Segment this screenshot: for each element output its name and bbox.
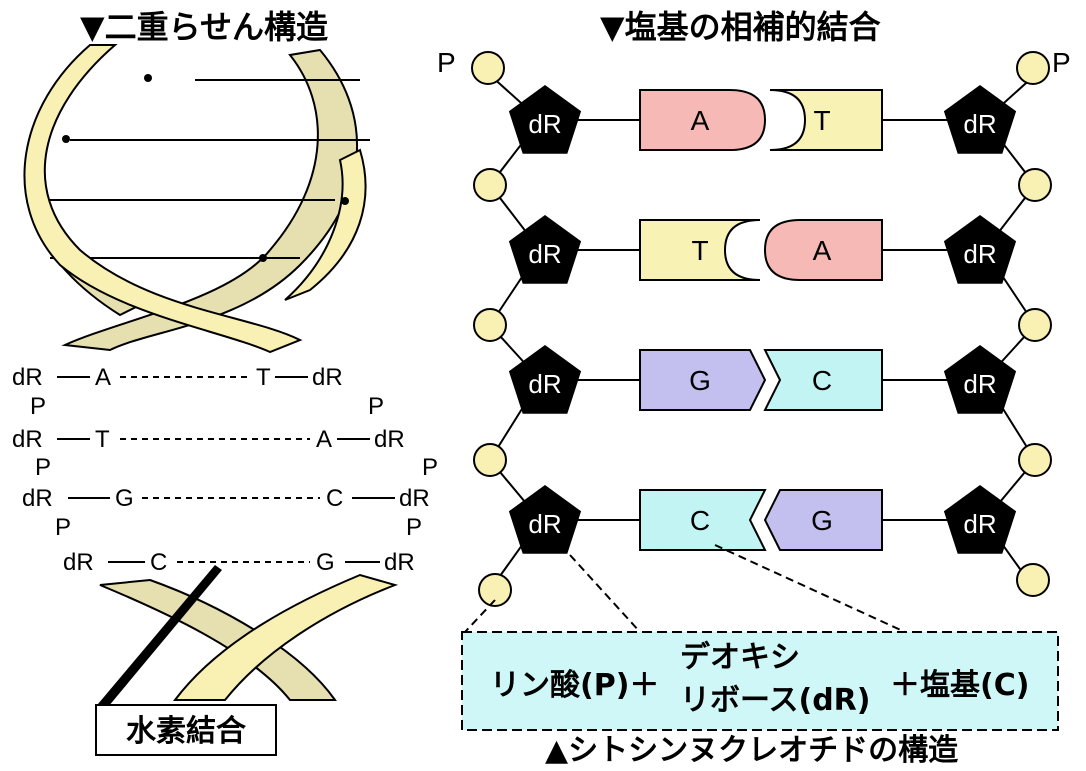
deoxyribose-sugar (943, 485, 1017, 554)
base-g-shape (639, 349, 767, 411)
lower-helix (99, 573, 399, 701)
phosphate-group (1016, 51, 1050, 85)
base-t-shape (639, 219, 761, 281)
right-title: ▼塩基の相補的結合 (600, 8, 881, 46)
base-c-shape (763, 349, 883, 411)
nucleotide-formula-box (461, 631, 1059, 731)
formula-ribose: リボース(dR) (680, 683, 871, 718)
ladder-sugar: dR (399, 485, 430, 512)
deoxyribose-sugar (508, 85, 582, 154)
phosphate-dot (62, 135, 70, 143)
ladder-base: G (316, 549, 335, 576)
ladder-base: C (326, 485, 343, 512)
ladder-phosphate: P (30, 393, 46, 420)
sugar-label: dR (963, 109, 996, 139)
ladder-phosphate: P (368, 393, 384, 420)
ladder-phosphate: P (406, 514, 422, 541)
base-label: A (691, 105, 710, 136)
deoxyribose-sugar (943, 345, 1017, 414)
phosphate-dot (259, 254, 267, 262)
base-label: G (689, 365, 711, 396)
base-pairing-diagram: P P A TdR dR T AdR dR G CdR dR C GdR dR (437, 47, 1071, 607)
ladder-phosphate: P (422, 454, 438, 481)
formula-deoxy: デオキシ (680, 640, 800, 675)
phosphate-group (473, 168, 507, 202)
ladder-sugar: dR (63, 549, 94, 576)
nucleotide-caption: ▲シトシンヌクレオチドの構造 (545, 733, 958, 768)
ladder-base: C (150, 549, 167, 576)
base-label: T (691, 235, 708, 266)
phosphate-label-left: P (437, 47, 456, 78)
base-label: T (813, 105, 830, 136)
phosphate-dot (341, 197, 349, 205)
formula-base: ＋塩基(C) (890, 668, 1029, 703)
phosphate-group (1016, 563, 1050, 597)
phosphate-group (473, 308, 507, 342)
base-t-shape (769, 89, 883, 151)
ladder-sugar: dR (12, 364, 43, 391)
sugar-label: dR (963, 509, 996, 539)
ladder-base: T (256, 364, 271, 391)
ladder-base: T (95, 426, 110, 453)
phosphate-group (473, 443, 507, 477)
formula-phosphate: リン酸(P)＋ (490, 668, 659, 703)
ladder-sugar: dR (374, 426, 405, 453)
ladder-phosphate: P (35, 454, 51, 481)
deoxyribose-sugar (943, 215, 1017, 284)
deoxyribose-sugar (508, 215, 582, 284)
base-label: C (812, 365, 832, 396)
callout-line (714, 544, 906, 633)
sugar-label: dR (528, 109, 561, 139)
helix-strand-front-2 (284, 148, 367, 301)
hydrogen-bond-box (95, 704, 277, 756)
base-label: G (811, 505, 833, 536)
helix-strand-lower-back (99, 578, 337, 701)
base-a-shape (763, 219, 883, 281)
base-g-shape (763, 489, 883, 551)
hydrogen-bond-label: 水素結合 (126, 714, 246, 749)
double-helix (23, 44, 370, 354)
ladder-sugar: dR (312, 364, 343, 391)
hydrogen-bond-pointer (98, 565, 222, 707)
ladder-sugar: dR (12, 426, 43, 453)
sugar-label: dR (963, 369, 996, 399)
phosphate-group (471, 51, 505, 85)
ladder-base: A (95, 364, 111, 391)
base-pair-ladder: dR A T dR P P dR T A dR P P dR G C dR P … (12, 364, 438, 576)
callout-line (464, 599, 496, 633)
helix-strand-lower-front (172, 573, 399, 701)
base-a-shape (639, 89, 767, 151)
phosphate-dot (144, 74, 152, 82)
ladder-sugar: dR (22, 485, 53, 512)
sugar-label: dR (528, 509, 561, 539)
callout-line (569, 554, 641, 633)
deoxyribose-sugar (943, 85, 1017, 154)
ladder-base: G (115, 485, 134, 512)
phosphate-label-right: P (1052, 47, 1071, 78)
left-title: ▼二重らせん構造 (80, 8, 328, 46)
helix-strand-front (23, 44, 303, 354)
sugar-label: dR (963, 239, 996, 269)
phosphate-group (1018, 168, 1052, 202)
phosphate-group (1018, 443, 1052, 477)
phosphate-group (1018, 308, 1052, 342)
base-label: A (813, 235, 832, 266)
ladder-phosphate: P (55, 514, 71, 541)
deoxyribose-sugar (508, 345, 582, 414)
sugar-label: dR (528, 369, 561, 399)
base-label: C (690, 505, 710, 536)
phosphate-group (478, 573, 512, 607)
ladder-sugar: dR (384, 549, 415, 576)
deoxyribose-sugar (508, 485, 582, 554)
ladder-base: A (316, 426, 332, 453)
base-c-shape (639, 489, 767, 551)
sugar-label: dR (528, 239, 561, 269)
